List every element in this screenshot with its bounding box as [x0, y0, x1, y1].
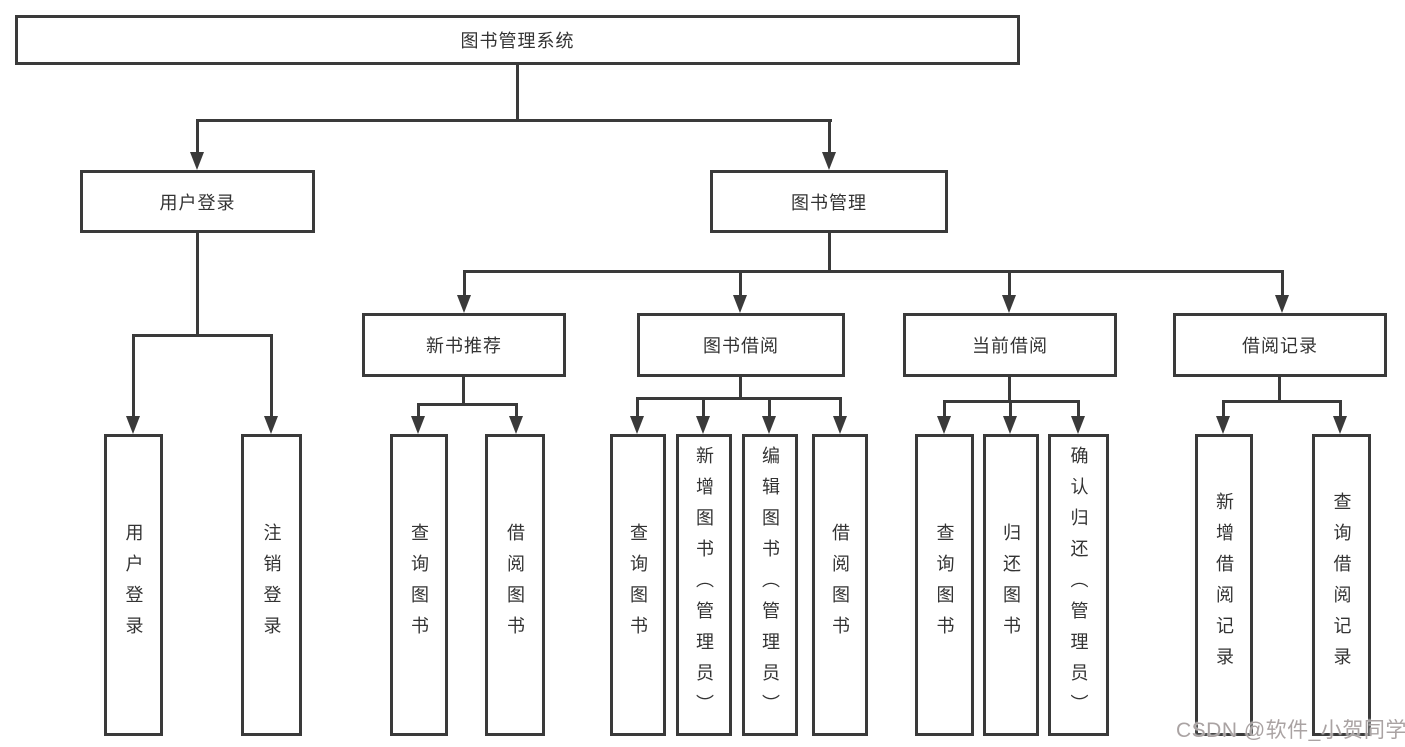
connector-line	[839, 397, 842, 418]
leaf-edit-book-admin: 编辑图书（管理员）	[742, 434, 798, 736]
connector-line	[516, 65, 519, 121]
leaf-logout-label: 注销登录	[261, 523, 282, 647]
arrowhead-down-icon	[696, 416, 710, 434]
connector-line	[132, 334, 273, 337]
connector-line	[196, 119, 199, 154]
leaf-query-book-3: 查询图书	[915, 434, 974, 736]
connector-line	[515, 403, 518, 418]
connector-line	[1008, 270, 1011, 297]
leaf-logout: 注销登录	[241, 434, 302, 736]
connector-line	[1281, 270, 1284, 297]
leaf-user-login: 用户登录	[104, 434, 163, 736]
leaf-add-borrow-record: 新增借阅记录	[1195, 434, 1253, 736]
arrowhead-down-icon	[822, 152, 836, 170]
connector-line	[943, 400, 946, 418]
leaf-query-book-3-label: 查询图书	[934, 523, 955, 647]
arrowhead-down-icon	[411, 416, 425, 434]
node-borrow-record-label: 借阅记录	[1242, 336, 1318, 356]
node-new-book-recommend: 新书推荐	[362, 313, 566, 377]
arrowhead-down-icon	[1003, 416, 1017, 434]
arrowhead-down-icon	[126, 416, 140, 434]
leaf-query-book-2-label: 查询图书	[628, 523, 648, 647]
node-user-login-label: 用户登录	[159, 192, 236, 213]
connector-line	[636, 397, 842, 400]
connector-line	[132, 334, 135, 418]
leaf-edit-book-admin-label: 编辑图书（管理员）	[760, 445, 780, 725]
connector-line	[196, 119, 832, 122]
leaf-query-book-2: 查询图书	[610, 434, 666, 736]
node-book-borrow: 图书借阅	[637, 313, 845, 377]
arrowhead-down-icon	[1216, 416, 1230, 434]
node-book-borrow-label: 图书借阅	[703, 336, 779, 356]
connector-line	[1222, 400, 1225, 418]
leaf-add-book-admin-label: 新增图书（管理员）	[694, 445, 714, 725]
node-current-borrow: 当前借阅	[903, 313, 1117, 377]
connector-line	[636, 397, 639, 418]
arrowhead-down-icon	[937, 416, 951, 434]
connector-line	[768, 397, 771, 418]
connector-line	[196, 233, 199, 336]
leaf-query-book-1: 查询图书	[390, 434, 448, 736]
connector-line	[463, 270, 1284, 273]
node-book-management: 图书管理	[710, 170, 948, 233]
csdn-watermark: CSDN @软件_小贺同学	[1176, 719, 1405, 742]
arrowhead-down-icon	[190, 152, 204, 170]
leaf-confirm-return-admin: 确认归还（管理员）	[1048, 434, 1109, 736]
node-new-book-recommend-label: 新书推荐	[426, 336, 502, 356]
connector-line	[463, 270, 466, 297]
leaf-user-login-label: 用户登录	[123, 523, 144, 647]
connector-line	[462, 377, 465, 406]
leaf-borrow-book-2-label: 借阅图书	[830, 523, 850, 647]
arrowhead-down-icon	[264, 416, 278, 434]
arrowhead-down-icon	[1071, 416, 1085, 434]
arrowhead-down-icon	[630, 416, 644, 434]
arrowhead-down-icon	[457, 295, 471, 313]
connector-line	[828, 119, 831, 154]
arrowhead-down-icon	[1275, 295, 1289, 313]
connector-line	[739, 377, 742, 400]
connector-line	[739, 270, 742, 297]
connector-line	[1278, 377, 1281, 403]
arrowhead-down-icon	[762, 416, 776, 434]
connector-line	[702, 397, 705, 418]
arrowhead-down-icon	[1002, 295, 1016, 313]
node-current-borrow-label: 当前借阅	[972, 336, 1048, 356]
arrowhead-down-icon	[509, 416, 523, 434]
node-borrow-record: 借阅记录	[1173, 313, 1387, 377]
connector-line	[1222, 400, 1342, 403]
arrowhead-down-icon	[733, 295, 747, 313]
node-root-label: 图书管理系统	[460, 31, 575, 51]
leaf-confirm-return-admin-label: 确认归还（管理员）	[1068, 445, 1089, 725]
leaf-add-borrow-record-label: 新增借阅记录	[1214, 492, 1234, 678]
leaf-add-book-admin: 新增图书（管理员）	[676, 434, 732, 736]
leaf-borrow-book-1-label: 借阅图书	[505, 523, 525, 647]
connector-line	[417, 403, 518, 406]
connector-line	[1009, 400, 1012, 418]
connector-line	[1339, 400, 1342, 418]
node-book-management-label: 图书管理	[791, 192, 867, 213]
leaf-return-book: 归还图书	[983, 434, 1039, 736]
connector-line	[270, 334, 273, 418]
connector-line	[828, 233, 831, 273]
node-root: 图书管理系统	[15, 15, 1020, 65]
leaf-borrow-book-2: 借阅图书	[812, 434, 868, 736]
node-user-login: 用户登录	[80, 170, 315, 233]
arrowhead-down-icon	[833, 416, 847, 434]
leaf-query-book-1-label: 查询图书	[409, 523, 429, 647]
arrowhead-down-icon	[1333, 416, 1347, 434]
connector-line	[1008, 377, 1011, 403]
leaf-query-borrow-record-label: 查询借阅记录	[1331, 492, 1352, 678]
leaf-borrow-book-1: 借阅图书	[485, 434, 545, 736]
connector-line	[417, 403, 420, 418]
leaf-query-borrow-record: 查询借阅记录	[1312, 434, 1371, 736]
connector-line	[1077, 400, 1080, 418]
leaf-return-book-label: 归还图书	[1001, 523, 1021, 647]
